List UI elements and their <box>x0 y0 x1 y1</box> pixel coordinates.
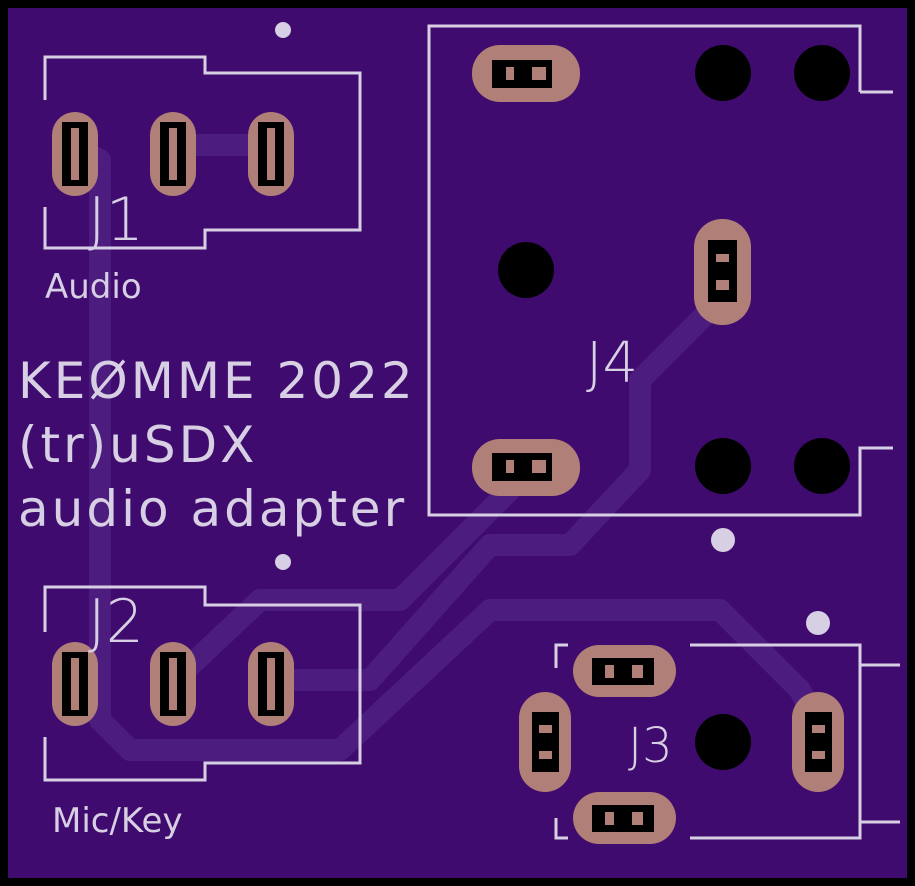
title-line-3: audio adapter <box>18 480 407 538</box>
j4-hole-2 <box>794 45 850 101</box>
j1-pad-2 <box>150 112 196 196</box>
j1-pad-1 <box>52 112 98 196</box>
title-line-2: (tr)uSDX <box>18 416 257 474</box>
j2-pads <box>52 642 294 726</box>
j4-pad-top <box>472 45 580 102</box>
j1-pad-3 <box>248 112 294 196</box>
j3-pad-bottom <box>573 792 676 844</box>
j4-pad-bottom <box>472 439 580 496</box>
trace-j2-j4 <box>259 289 731 691</box>
j4-outline <box>427 24 893 517</box>
j4-hole-5 <box>794 438 850 494</box>
j3-outline <box>554 643 568 668</box>
j2-ref: J2 <box>88 587 144 657</box>
j1-pin1-marker <box>275 22 291 38</box>
j1-ref: J1 <box>88 185 144 255</box>
j3-pad-left <box>519 692 571 792</box>
j4-hole-3 <box>498 242 554 298</box>
j1-pads <box>52 112 294 196</box>
j3-hole <box>695 714 751 770</box>
j4-pin1-marker <box>711 528 735 552</box>
j1-label: Audio <box>45 267 142 307</box>
j3-pads <box>519 645 844 844</box>
trace-j2-j4b <box>164 469 531 691</box>
j3-outline-tabs <box>860 663 900 824</box>
silkscreen-text: J1 Audio J2 Mic/Key J4 J3 KEØMME 2022 (t… <box>18 185 673 841</box>
j3-outline-r <box>690 643 862 840</box>
j4-hole-1 <box>695 45 751 101</box>
j3-pad-right <box>792 692 844 792</box>
j4-hole-4 <box>695 438 751 494</box>
j2-outline <box>43 585 362 782</box>
j4-pads <box>472 45 850 496</box>
title-line-1: KEØMME 2022 <box>18 352 416 410</box>
j2-pad-2 <box>150 642 196 726</box>
traces <box>69 134 831 761</box>
j4-ref: J4 <box>586 331 638 396</box>
silkscreen-outlines <box>43 24 900 840</box>
j4-pad-mid <box>694 219 751 325</box>
j2-pad-1 <box>52 642 98 726</box>
j3-pad-top <box>573 645 676 697</box>
j3-pin1-marker <box>806 611 830 635</box>
trace-j1-j2 <box>69 139 831 761</box>
pin1-markers <box>275 22 830 635</box>
j1-outline <box>43 55 362 250</box>
j3-outline-b <box>554 818 568 840</box>
j2-label: Mic/Key <box>52 801 183 841</box>
j3-ref: J3 <box>628 718 673 774</box>
j2-pad-3 <box>248 642 294 726</box>
j2-pin1-marker <box>275 554 291 570</box>
